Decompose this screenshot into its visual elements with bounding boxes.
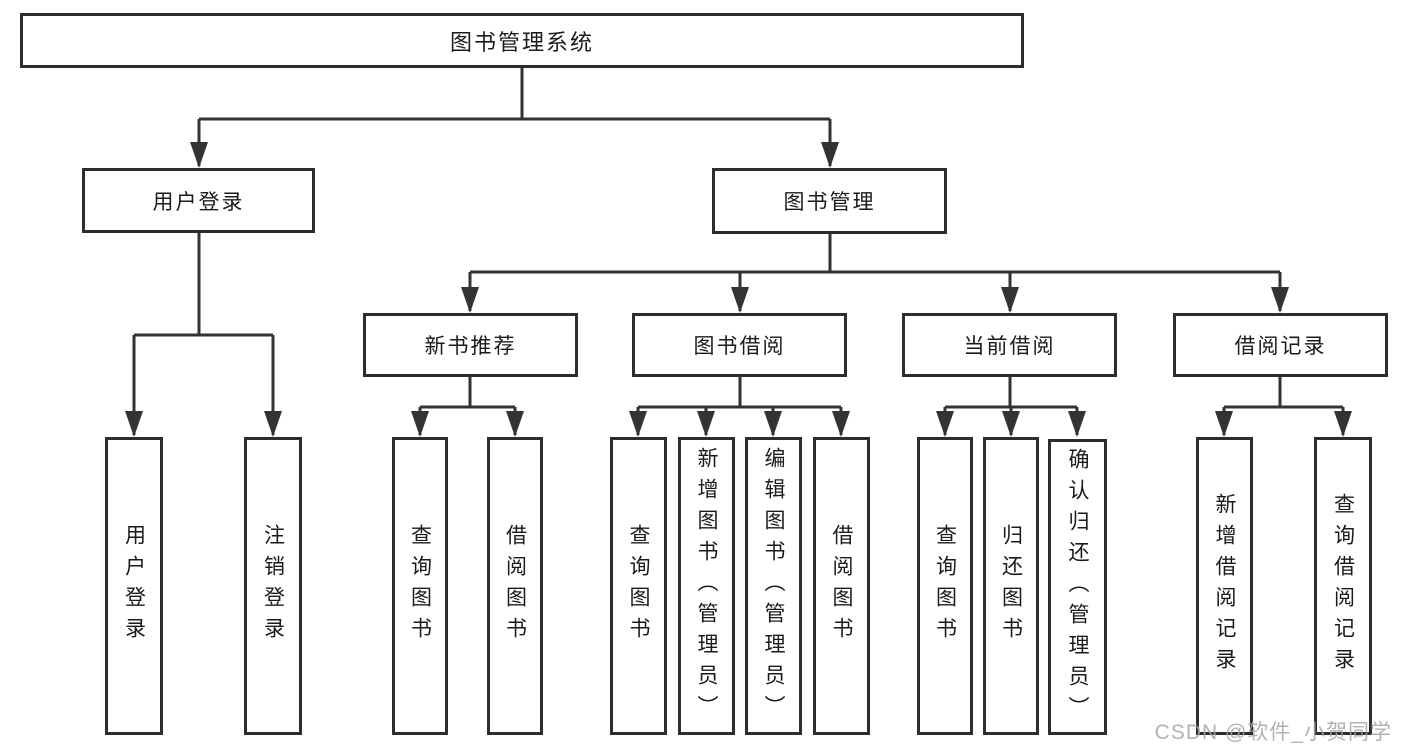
leaf-add-books-admin: 新增图书（管理员） [678, 437, 735, 735]
node-new-book-recommend-label: 新书推荐 [424, 335, 517, 358]
node-current-borrow: 当前借阅 [902, 313, 1117, 377]
leaf-edit-books-admin-label: 编辑图书（管理员） [762, 446, 785, 726]
leaf-logout-login: 注销登录 [244, 437, 302, 735]
node-book-borrow: 图书借阅 [632, 313, 847, 377]
leaf-query-books-recommend: 查询图书 [392, 437, 448, 735]
node-book-management: 图书管理 [712, 168, 947, 234]
leaf-query-books-borrow: 查询图书 [610, 437, 667, 735]
node-library-system-label: 图书管理系统 [449, 29, 594, 55]
leaf-query-books-current-label: 查询图书 [933, 524, 957, 648]
node-borrow-records: 借阅记录 [1173, 313, 1388, 377]
leaf-confirm-return-admin: 确认归还（管理员） [1048, 439, 1107, 735]
leaf-borrow-books-borrow-label: 借阅图书 [830, 524, 853, 648]
leaf-return-books-label: 归还图书 [999, 524, 1023, 648]
node-current-borrow-label: 当前借阅 [963, 335, 1056, 358]
node-book-borrow-label: 图书借阅 [693, 335, 786, 358]
leaf-user-login-label: 用户登录 [122, 524, 146, 648]
leaf-confirm-return-admin-label: 确认归还（管理员） [1066, 447, 1089, 727]
node-user-login: 用户登录 [82, 168, 315, 233]
node-new-book-recommend: 新书推荐 [363, 313, 578, 377]
leaf-borrow-books-recommend: 借阅图书 [487, 437, 543, 735]
leaf-logout-login-label: 注销登录 [261, 524, 285, 648]
leaf-edit-books-admin: 编辑图书（管理员） [745, 437, 802, 735]
leaf-query-books-current: 查询图书 [917, 437, 973, 735]
leaf-add-borrow-record: 新增借阅记录 [1196, 437, 1253, 735]
leaf-user-login: 用户登录 [105, 437, 163, 735]
watermark: CSDN @软件_小贺同学 [1154, 721, 1392, 744]
node-user-login-label: 用户登录 [152, 190, 245, 214]
leaf-borrow-books-borrow: 借阅图书 [813, 437, 870, 735]
leaf-query-borrow-record: 查询借阅记录 [1314, 437, 1372, 735]
node-book-management-label: 图书管理 [783, 191, 876, 214]
leaf-return-books: 归还图书 [983, 437, 1039, 735]
leaf-query-borrow-record-label: 查询借阅记录 [1331, 493, 1355, 679]
node-borrow-records-label: 借阅记录 [1234, 335, 1327, 358]
leaf-borrow-books-recommend-label: 借阅图书 [503, 524, 527, 648]
leaf-query-books-borrow-label: 查询图书 [627, 524, 650, 648]
leaf-add-borrow-record-label: 新增借阅记录 [1213, 493, 1236, 679]
arrowheads [125, 142, 1352, 437]
node-library-system: 图书管理系统 [20, 13, 1024, 68]
leaf-add-books-admin-label: 新增图书（管理员） [695, 446, 718, 726]
leaf-query-books-recommend-label: 查询图书 [408, 524, 432, 648]
